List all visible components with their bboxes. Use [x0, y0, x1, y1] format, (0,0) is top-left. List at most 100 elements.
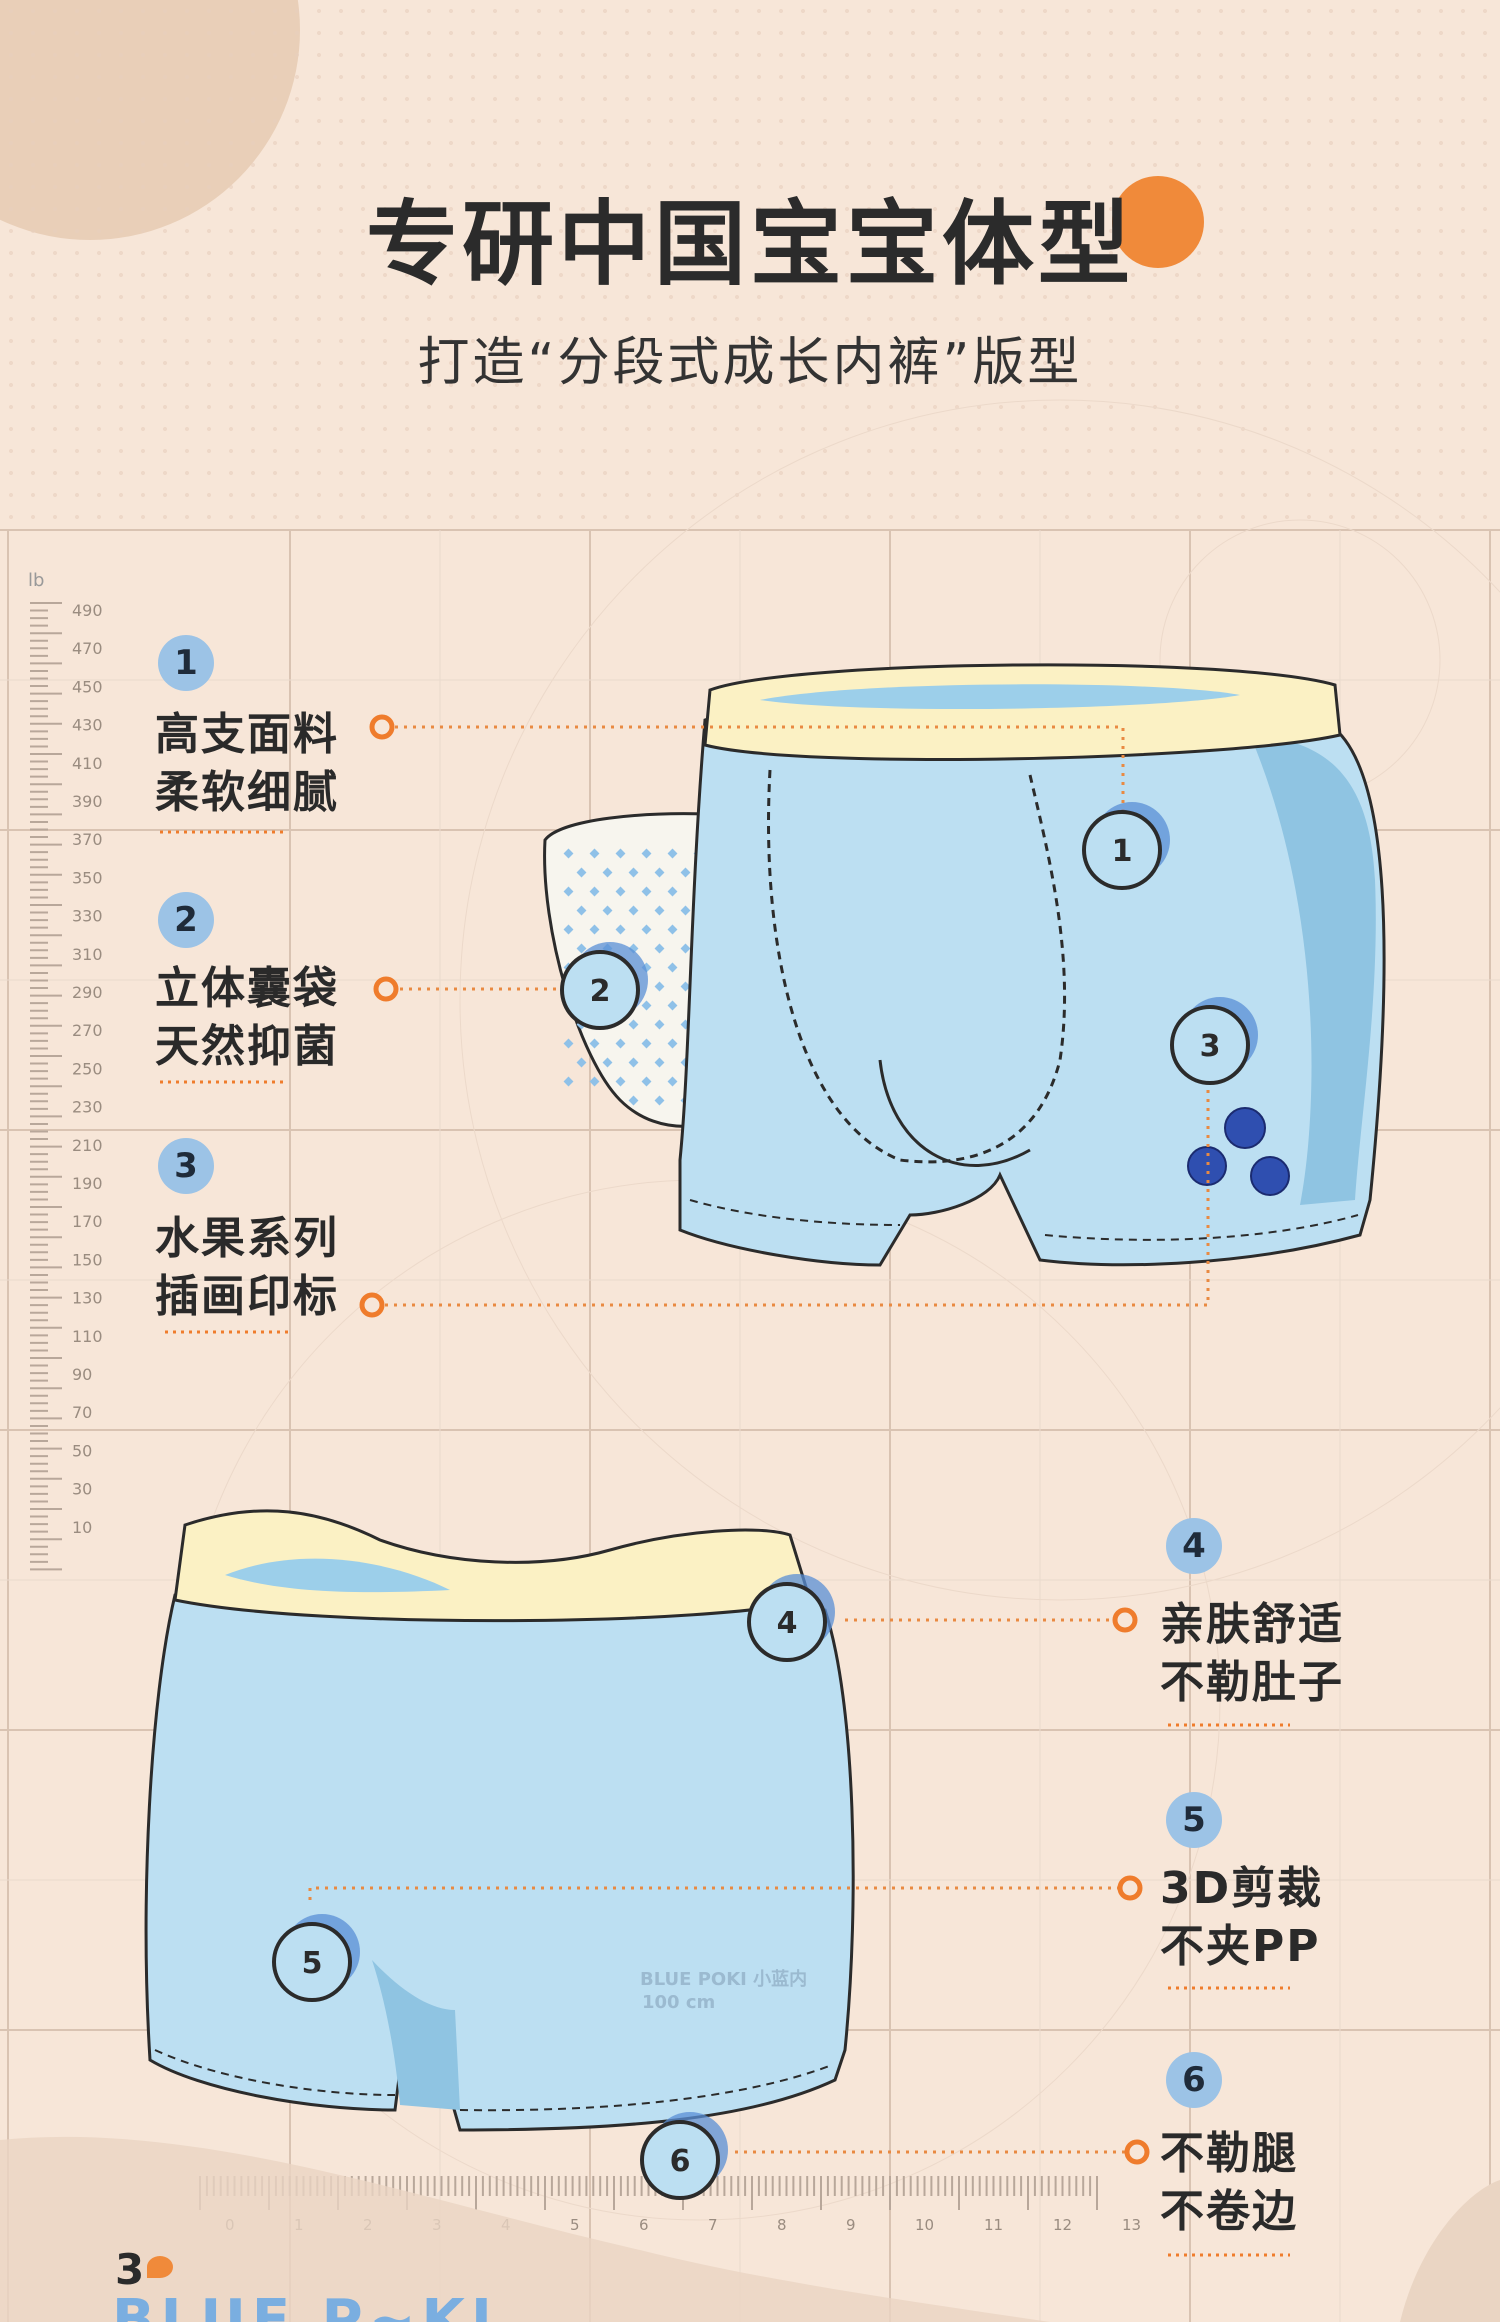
- marker-1: 1: [1082, 802, 1170, 890]
- pouch-dot: [654, 1057, 665, 1068]
- feature-1-line1: 高支面料: [155, 709, 339, 760]
- ruler-tick-label: 430: [72, 716, 103, 735]
- pouch-dot: [641, 886, 652, 897]
- pouch-dot: [589, 1076, 600, 1087]
- inch-ruler-label: 9: [846, 2216, 856, 2234]
- feature-4-line1: 亲肤舒适: [1160, 1599, 1344, 1650]
- feature-3-text: 水果系列 插画印标: [155, 1210, 339, 1326]
- ruler-tick-label: 30: [72, 1480, 92, 1499]
- pouch-dot: [589, 924, 600, 935]
- pouch-dot: [576, 867, 587, 878]
- pouch-dot: [602, 1057, 613, 1068]
- feature-1-text: 高支面料 柔软细腻: [155, 706, 339, 822]
- svg-text:6: 6: [670, 2144, 691, 2179]
- svg-text:BLUE POKI 小蓝内: BLUE POKI 小蓝内: [640, 1968, 807, 1990]
- feature-3-number: 3: [158, 1138, 214, 1194]
- ruler-tick-label: 110: [72, 1327, 103, 1346]
- ruler-tick-label: 250: [72, 1059, 103, 1078]
- feature-2-line2: 天然抑菌: [155, 1021, 339, 1072]
- blueberry-print: [1187, 1107, 1290, 1196]
- floor-shape: [0, 2136, 1050, 2322]
- feature-2-number: 2: [158, 892, 214, 948]
- front-waistband: [703, 663, 1342, 761]
- svg-text:1: 1: [1112, 834, 1133, 869]
- feature-3-line2: 插画印标: [155, 1271, 339, 1322]
- pouch-dot: [654, 981, 665, 992]
- back-waist-inner: [225, 1558, 450, 1593]
- inch-ruler-label: 7: [708, 2216, 718, 2234]
- pouch-dot: [615, 848, 626, 859]
- feature-5-text: 3D剪裁 不夹PP: [1160, 1860, 1323, 1976]
- pouch-dot: [667, 1076, 678, 1087]
- pouch-dot: [563, 848, 574, 859]
- pouch-dot: [667, 1000, 678, 1011]
- pouch-dot: [576, 1057, 587, 1068]
- pouch-dot: [667, 886, 678, 897]
- feature-3-line1: 水果系列: [155, 1213, 339, 1264]
- pouch-dot: [576, 943, 587, 954]
- ruler-tick-label: 70: [72, 1403, 92, 1422]
- pouch-dot: [641, 924, 652, 935]
- ruler-tick-label: 130: [72, 1289, 103, 1308]
- ruler-tick-label: 210: [72, 1136, 103, 1155]
- back-briefs-illustration: BLUE POKI 小蓝内 100 cm: [144, 1509, 855, 2132]
- inch-ruler-label: 11: [984, 2216, 1003, 2234]
- front-briefs-illustration: [543, 663, 1386, 1267]
- feature-5-number: 5: [1166, 1792, 1222, 1848]
- inch-ruler-label: 10: [915, 2216, 934, 2234]
- front-pouch-seam: [767, 769, 1067, 1164]
- pouch-dot: [654, 1019, 665, 1030]
- svg-text:3: 3: [1200, 1029, 1221, 1064]
- pouch-dot: [589, 848, 600, 859]
- pouch-dot: [615, 924, 626, 935]
- pouch-dot: [641, 1000, 652, 1011]
- pouch-dot: [589, 1038, 600, 1049]
- pouch-dot: [667, 962, 678, 973]
- feature-4-line2: 不勒肚子: [1160, 1657, 1344, 1708]
- ruler-tick-label: 470: [72, 639, 103, 658]
- svg-text:100 cm: 100 cm: [642, 1992, 715, 2013]
- ruler-tick-label: 270: [72, 1021, 103, 1040]
- front-hem: [689, 1199, 1359, 1241]
- pouch-dot: [576, 905, 587, 916]
- back-leg-panel: [372, 1960, 460, 2110]
- callout-dots: [359, 714, 1150, 2165]
- pouch-dot: [680, 981, 691, 992]
- pouch-dot: [628, 1057, 639, 1068]
- ruler-tick-label: 330: [72, 907, 103, 926]
- ruler-tick-label: 90: [72, 1365, 92, 1384]
- underline-dots: [160, 830, 1290, 2257]
- pouch-dot: [628, 1095, 639, 1106]
- ruler-tick-label: 10: [72, 1518, 92, 1537]
- svg-text:5: 5: [302, 1946, 323, 1981]
- pouch-dot: [667, 924, 678, 935]
- weight-ruler: lb 4904704504304103903703503303102902702…: [28, 570, 103, 1571]
- ruler-tick-label: 490: [72, 601, 103, 620]
- pouch-dot: [628, 905, 639, 916]
- feature-2-text: 立体囊袋 天然抑菌: [155, 960, 339, 1076]
- marker-5: 5: [272, 1914, 360, 2002]
- front-crotch: [878, 1059, 1031, 1167]
- inch-ruler-label: 5: [570, 2216, 580, 2234]
- inch-ruler-label: 6: [639, 2216, 649, 2234]
- pouch-dot: [654, 1095, 665, 1106]
- brand-logo-dot: [147, 2256, 173, 2278]
- feature-6-line2: 不卷边: [1160, 2186, 1298, 2237]
- feature-5-line2: 不夹PP: [1160, 1921, 1321, 1972]
- pouch-dot: [563, 924, 574, 935]
- feature-2-line1: 立体囊袋: [155, 963, 339, 1014]
- ruler-tick-label: 370: [72, 830, 103, 849]
- feature-1-line2: 柔软细腻: [155, 767, 339, 818]
- back-waistband: [173, 1509, 812, 1623]
- front-waist-inner: [760, 684, 1240, 710]
- dot-pattern: [0, 0, 1500, 520]
- feature-4-text: 亲肤舒适 不勒肚子: [1160, 1596, 1344, 1712]
- pouch-dot: [602, 867, 613, 878]
- ruler-tick-label: 450: [72, 677, 103, 696]
- pouch-dot: [563, 886, 574, 897]
- marker-6: 6: [640, 2112, 728, 2200]
- marker-2: 2: [560, 942, 648, 1030]
- pouch-dot: [641, 1038, 652, 1049]
